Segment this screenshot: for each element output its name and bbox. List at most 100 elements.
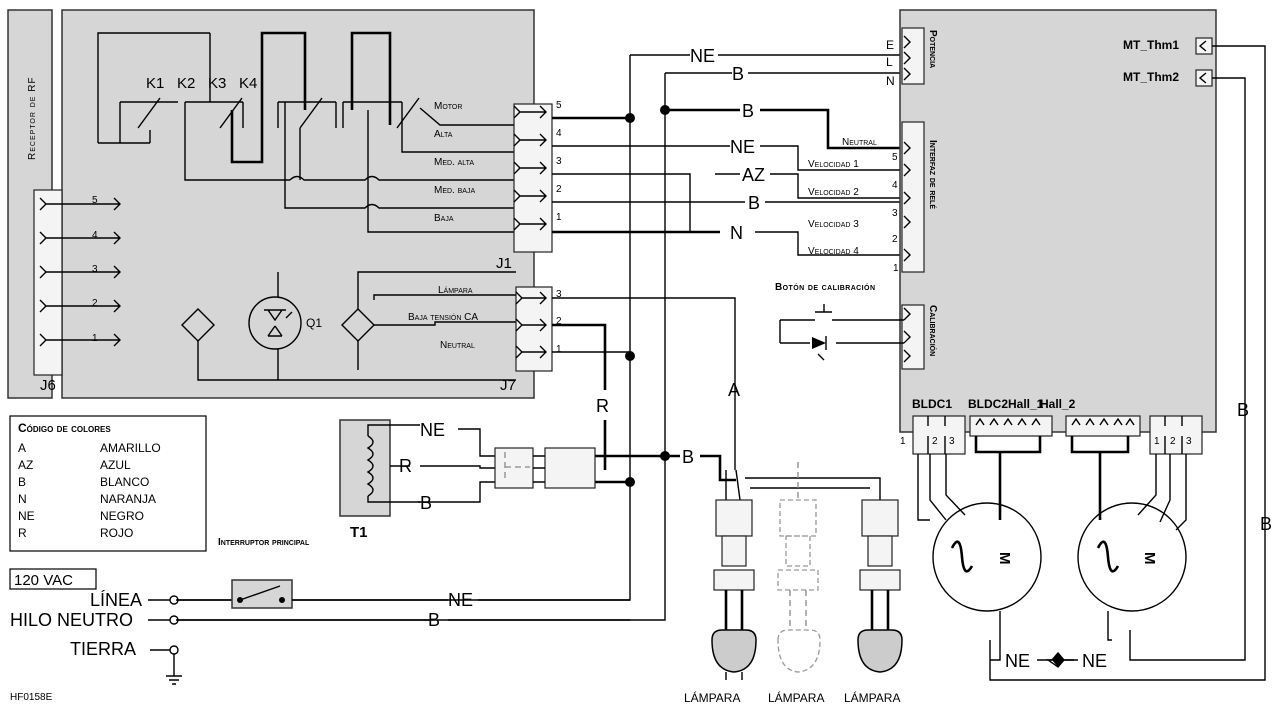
speed-1-num: 5 (892, 152, 898, 163)
calibration-title: Calibración (927, 305, 938, 356)
bldc1-pin-1: 1 (900, 436, 906, 447)
j1-pin-5-num: 5 (556, 100, 562, 111)
motor-2-label: M (1141, 552, 1158, 565)
j7-pin-2-label: Baja tensión CA (408, 312, 478, 323)
wire-thermal-b2: B (1260, 514, 1272, 534)
legend-code: AZ (18, 458, 33, 472)
j1-pin-1-label: Baja (434, 213, 454, 224)
j6-pin-5: 5 (92, 195, 98, 206)
wire-az-vel2: AZ (742, 165, 765, 185)
t1-name: T1 (350, 524, 368, 541)
wire-motor-ne1: NE (1005, 651, 1030, 671)
j1-pin-2-num: 2 (556, 184, 562, 195)
potencia-title: Potencia (927, 30, 938, 68)
j6-name: J6 (40, 377, 56, 394)
j7-pin-2-num: 2 (556, 316, 562, 327)
wire-b-potencia: B (732, 64, 744, 84)
j1-pin-3-num: 3 (556, 156, 562, 167)
speed-1-label: Velocidad 1 (808, 159, 859, 170)
wire-ne-vel1: NE (730, 137, 755, 157)
wire-n-vel4: N (730, 223, 743, 243)
relay-k3-label: K3 (208, 75, 226, 92)
supply-neutral: HILO NEUTRO (10, 610, 133, 630)
j6-connector: 5 4 3 2 1 J6 (33, 189, 121, 394)
bldc1-pin-2: 2 (932, 436, 938, 447)
transformer-t1: NE R B T1 (339, 419, 596, 541)
j1-connector: Motor Alta Med. alta Med. baja Baja 5 4 … (434, 100, 562, 272)
j7-pin-1-label: Neutral (440, 340, 475, 351)
legend-color-name: AMARILLO (100, 441, 161, 455)
wire-thermal-b1: B (1237, 400, 1249, 420)
j6-pin-2: 2 (92, 298, 98, 309)
power-supply: 120 VAC LÍNEA HILO NEUTRO TIERRA Interru… (9, 537, 630, 703)
j1-pin-4-label: Alta (434, 129, 453, 140)
fan-controller: Potencia E L N Interfaz de relé Neutral … (775, 9, 1272, 681)
wire-b-neutral: B (742, 101, 754, 121)
bldc1-pin-3: 3 (949, 436, 955, 447)
legend-code: R (18, 526, 27, 540)
legend-code: A (18, 441, 26, 455)
color-code-title: Código de colores (18, 421, 111, 435)
potencia-pin-l: L (886, 55, 893, 69)
lamp-1-label: LÁMPARA (684, 690, 740, 704)
thermal-2-label: MT_Thm2 (1123, 70, 1179, 84)
conn-hall1-label: Hall_1 (1008, 397, 1044, 411)
supply-ground: TIERRA (70, 639, 136, 659)
wire-a-lamp: A (728, 380, 740, 400)
power-stage: Q1 (181, 271, 516, 381)
lamp-2-label: LÁMPARA (768, 690, 824, 704)
wire-b-vel3: B (748, 193, 760, 213)
speed-3-num: 3 (892, 208, 898, 219)
motor-1-label: M (996, 552, 1013, 565)
wire-neutral-b: B (428, 610, 440, 630)
legend-color-name: NEGRO (100, 509, 144, 523)
speed-4-label: Velocidad 4 (808, 246, 859, 257)
figure-id: HF0158E (10, 692, 53, 703)
color-code-legend: Código de colores A AMARILLO AZ AZUL B BLANCO… (9, 415, 207, 552)
bldc2-pin-2: 2 (1170, 436, 1176, 447)
j1-name: J1 (496, 255, 512, 272)
speed-4-num: 2 (892, 234, 898, 245)
lamp-sockets: LÁMPARA LÁMPARA LÁMPARA (684, 462, 903, 704)
control-board: K1 K2 K3 K4 (61, 9, 535, 399)
supply-voltage: 120 VAC (14, 572, 73, 589)
legend-color-name: AZUL (100, 458, 131, 472)
legend-color-name: NARANJA (100, 492, 156, 506)
j7-pin-1-num: 1 (556, 344, 562, 355)
j7-pin-3-num: 3 (556, 289, 562, 300)
legend-color-name: BLANCO (100, 475, 149, 489)
center-wiring (176, 54, 910, 621)
conn-bldc1-label: BLDC1 (912, 397, 952, 411)
t1-wire-r: R (399, 456, 412, 476)
t1-wire-ne: NE (420, 420, 445, 440)
potencia-pin-n: N (886, 74, 895, 88)
speed-2-label: Velocidad 2 (808, 187, 859, 198)
t1-wire-b: B (420, 493, 432, 513)
lamp-3-label: LÁMPARA (844, 690, 900, 704)
j7-pin-3-label: Lámpara (438, 285, 473, 296)
legend-code: B (18, 475, 26, 489)
conn-bldc2-label: BLDC2 (968, 397, 1008, 411)
motors: M M NE NE (917, 436, 1187, 671)
j1-pin-3-label: Med. alta (434, 157, 474, 168)
legend-code: N (18, 492, 27, 506)
relay-interface-title: Interfaz de relé (927, 140, 938, 209)
supply-line: LÍNEA (90, 590, 142, 610)
j7-name: J7 (500, 377, 516, 394)
relay-k4-label: K4 (239, 75, 257, 92)
speed-3-label: Velocidad 3 (808, 219, 859, 230)
legend-color-name: ROJO (100, 526, 133, 540)
bldc2-pin-1: 1 (1154, 436, 1160, 447)
j6-pin-4: 4 (92, 230, 98, 241)
legend-code: NE (18, 509, 35, 523)
relay-interface-bottom-pin: 1 (893, 263, 899, 274)
speed-2-num: 4 (892, 180, 898, 191)
wire-ne-potencia: NE (690, 46, 715, 66)
wire-motor-ne2: NE (1082, 651, 1107, 671)
bldc2-pin-3: 3 (1186, 436, 1192, 447)
wire-line-ne: NE (448, 590, 473, 610)
main-switch-label: Interruptor principal (218, 537, 310, 548)
calibration-button-label: Botón de calibración (775, 282, 875, 293)
j1-pin-4-num: 4 (556, 128, 562, 139)
